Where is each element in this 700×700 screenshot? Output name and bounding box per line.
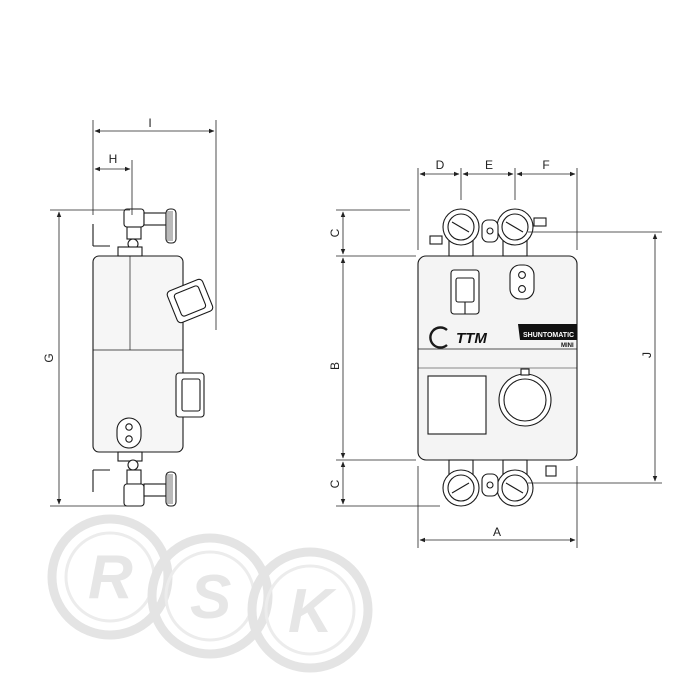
dim-label-c-bottom: C	[328, 479, 342, 488]
dim-label-h: H	[109, 152, 118, 166]
watermark-letter-r: R	[88, 543, 133, 612]
dim-label-a: A	[493, 525, 501, 539]
product-model-text: SHUNTOMATIC	[523, 332, 574, 339]
product-variant-text: MINI	[561, 343, 574, 349]
watermark-letter-s: S	[190, 563, 231, 632]
dim-label-b: B	[328, 362, 342, 370]
dim-label-j: J	[640, 352, 654, 358]
front-view-gauges	[429, 208, 557, 507]
dim-label-e: E	[485, 158, 493, 172]
dim-label-i: I	[148, 116, 151, 130]
dim-label-f: F	[542, 158, 549, 172]
front-view-dimensions	[336, 168, 662, 548]
side-view-dimensions	[50, 120, 217, 507]
front-view	[417, 255, 578, 461]
dim-label-c-top: C	[328, 228, 342, 237]
dim-label-d: D	[436, 158, 445, 172]
dim-label-g: G	[42, 353, 56, 362]
watermark-letter-k: K	[288, 577, 337, 646]
side-view	[92, 208, 214, 507]
rsk-watermark: R S K	[47, 514, 373, 673]
brand-logo-text: TTM	[456, 330, 487, 347]
